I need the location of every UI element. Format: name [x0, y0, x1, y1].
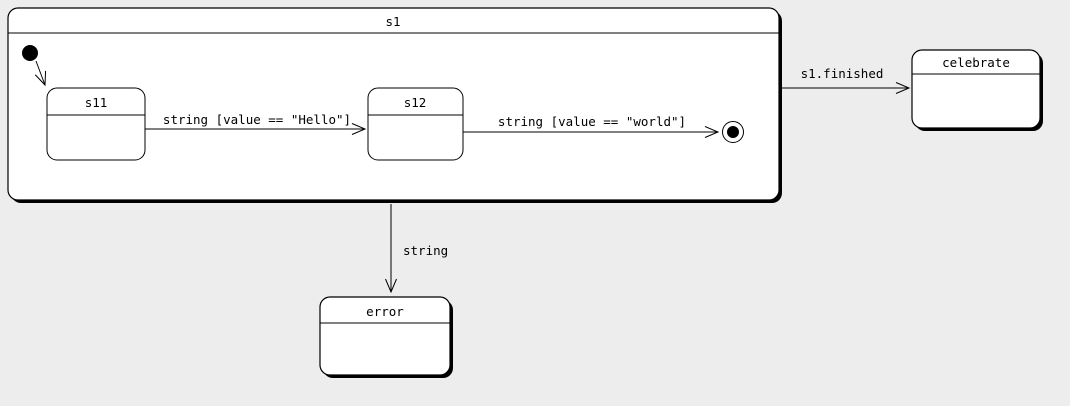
state-s12[interactable] — [367, 87, 464, 161]
state-s11-label: s11 — [85, 95, 108, 110]
state-error[interactable] — [319, 296, 451, 376]
state-s11[interactable] — [46, 87, 146, 161]
transition-s1-to-error-label: string — [403, 243, 448, 258]
state-s12-label: s12 — [404, 95, 427, 110]
state-celebrate-label: celebrate — [942, 55, 1010, 70]
transition-s11-to-s12-label: string [value == "Hello"] — [163, 112, 351, 127]
state-error-label: error — [366, 304, 404, 319]
transition-s12-to-final-label: string [value == "world"] — [498, 114, 686, 129]
transition-s1-to-celebrate-label: s1.finished — [801, 66, 884, 81]
state-celebrate[interactable] — [911, 49, 1041, 129]
initial-state-dot[interactable] — [22, 45, 38, 61]
transition-initial-to-s11-line[interactable] — [34, 60, 47, 87]
state-s1-label: s1 — [385, 14, 400, 29]
final-state-inner-dot — [727, 126, 739, 138]
